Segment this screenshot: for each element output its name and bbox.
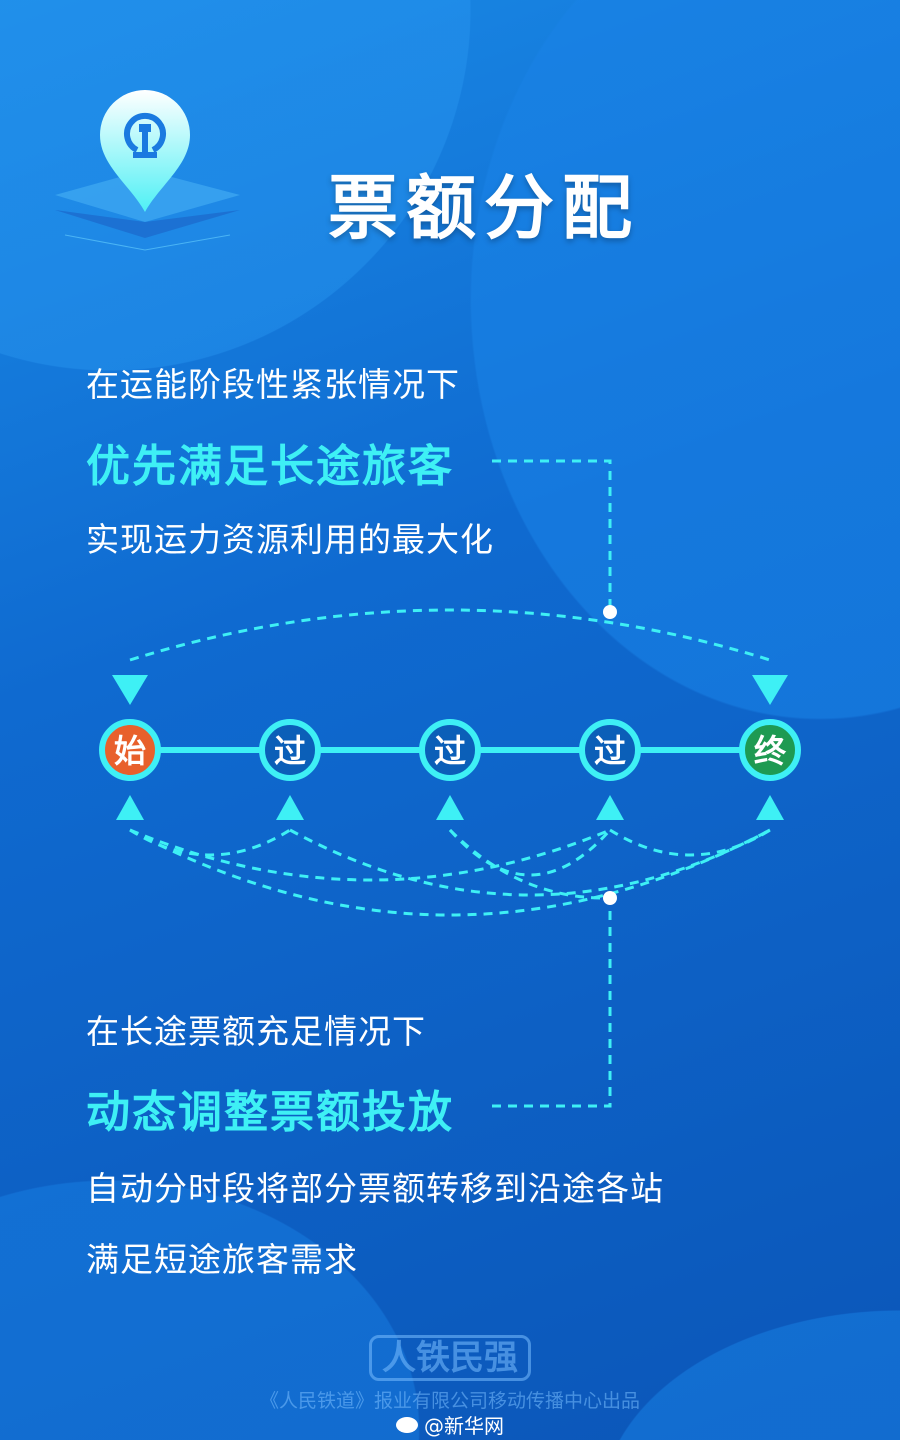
connector-dot bbox=[603, 891, 617, 905]
footer-logo: 人铁民强 bbox=[0, 1335, 900, 1381]
arrow-down-icon bbox=[752, 675, 788, 705]
section2-detail1: 自动分时段将部分票额转移到沿途各站 bbox=[86, 1169, 664, 1208]
watermark: @新华网 bbox=[0, 1414, 900, 1438]
station-1: 过 bbox=[259, 719, 321, 781]
arc-short-4 bbox=[289, 828, 771, 897]
connector-dot bbox=[603, 605, 617, 619]
arc-short-1 bbox=[129, 828, 291, 857]
weibo-icon bbox=[396, 1417, 418, 1433]
section2-intro: 在长途票额充足情况下 bbox=[86, 1012, 426, 1051]
arc-short-3 bbox=[129, 828, 771, 917]
station-circle bbox=[419, 719, 481, 781]
arrow-up-icons bbox=[116, 795, 784, 820]
station-circle bbox=[579, 719, 641, 781]
connector-bottom bbox=[492, 898, 612, 1108]
station-circle bbox=[259, 719, 321, 781]
footer-credit: 《人民铁道》报业有限公司移动传播中心出品 bbox=[259, 1390, 640, 1412]
page-title: 票额分配 bbox=[328, 167, 640, 249]
station-2: 过 bbox=[419, 719, 481, 781]
station-0: 始 bbox=[99, 719, 161, 781]
station-circle bbox=[99, 719, 161, 781]
arc-short-5 bbox=[448, 829, 612, 877]
section1-highlight: 优先满足长途旅客 bbox=[86, 441, 454, 492]
section2-highlight: 动态调整票额投放 bbox=[86, 1087, 454, 1138]
station-3: 过 bbox=[579, 719, 641, 781]
station-label: 终 bbox=[754, 732, 787, 770]
station-label: 始 bbox=[114, 732, 146, 770]
station-label: 过 bbox=[594, 732, 626, 770]
arc-long bbox=[129, 608, 771, 662]
station-label: 过 bbox=[434, 732, 466, 770]
station-4: 终 bbox=[739, 719, 801, 781]
station-circle bbox=[739, 719, 801, 781]
station-label: 过 bbox=[274, 732, 306, 770]
connector-top bbox=[492, 459, 612, 612]
section2-detail2: 满足短途旅客需求 bbox=[86, 1240, 358, 1279]
arc-short-7 bbox=[448, 828, 611, 900]
section1-detail: 实现运力资源利用的最大化 bbox=[86, 520, 494, 559]
arc-short-6 bbox=[609, 828, 771, 857]
arc-short-2 bbox=[129, 828, 611, 882]
railway-pin-icon bbox=[55, 90, 240, 251]
arrow-down-icon bbox=[112, 675, 148, 705]
section1-intro: 在运能阶段性紧张情况下 bbox=[86, 365, 460, 404]
